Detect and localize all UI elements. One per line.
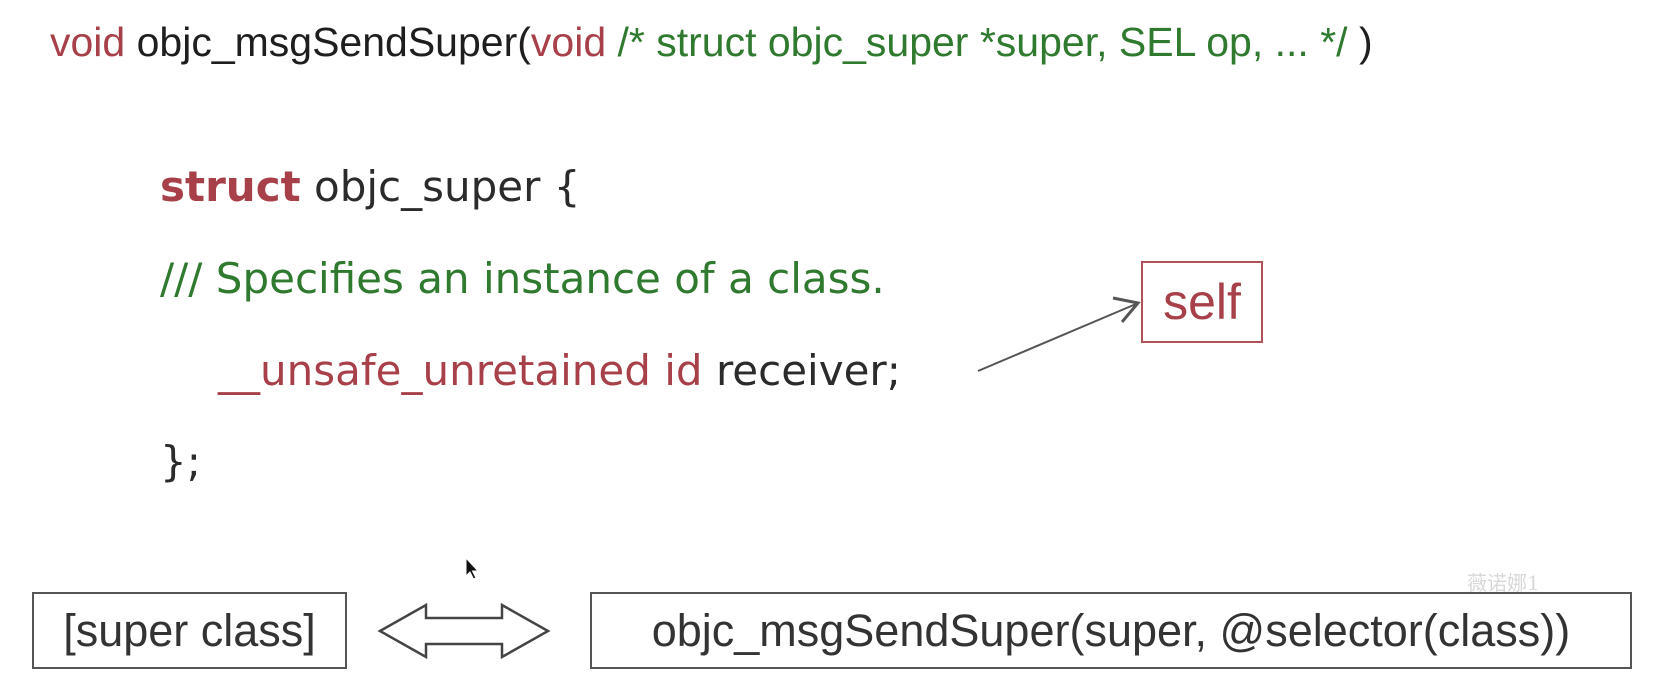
struct-doc-comment: /// Specifies an instance of a class. (160, 249, 885, 309)
self-box: self (1141, 261, 1263, 343)
receiver-to-self-arrowhead (1112, 296, 1141, 323)
msgsendsuper-call-box: objc_msgSendSuper(super, @selector(class… (590, 592, 1632, 669)
field-qualifier: __unsafe_unretained id (218, 346, 703, 395)
signature-comment: /* struct objc_super *super, SEL op, ...… (606, 19, 1348, 65)
param-type: void (530, 19, 607, 65)
struct-field-line: __unsafe_unretained id receiver; (218, 341, 901, 401)
watermark: 薇诺娜1 (1467, 571, 1540, 595)
struct-close-line: }; (160, 432, 201, 492)
struct-name: objc_super { (300, 162, 581, 211)
signature-close-paren: ) (1347, 19, 1373, 65)
mouse-cursor-icon (465, 557, 480, 580)
receiver-to-self-arrow-line (977, 303, 1137, 372)
field-name: receiver; (702, 346, 901, 395)
return-type: void (50, 19, 126, 65)
struct-close: }; (160, 437, 201, 486)
function-name: objc_msgSendSuper( (125, 19, 531, 65)
struct-header-line: struct objc_super { (160, 157, 580, 217)
doc-comment-text: /// Specifies an instance of a class. (160, 254, 885, 303)
struct-keyword: struct (160, 162, 301, 211)
super-class-box: [super class] (32, 592, 347, 669)
double-headed-arrow (377, 602, 551, 660)
function-signature: void objc_msgSendSuper(void /* struct ob… (50, 14, 1373, 70)
